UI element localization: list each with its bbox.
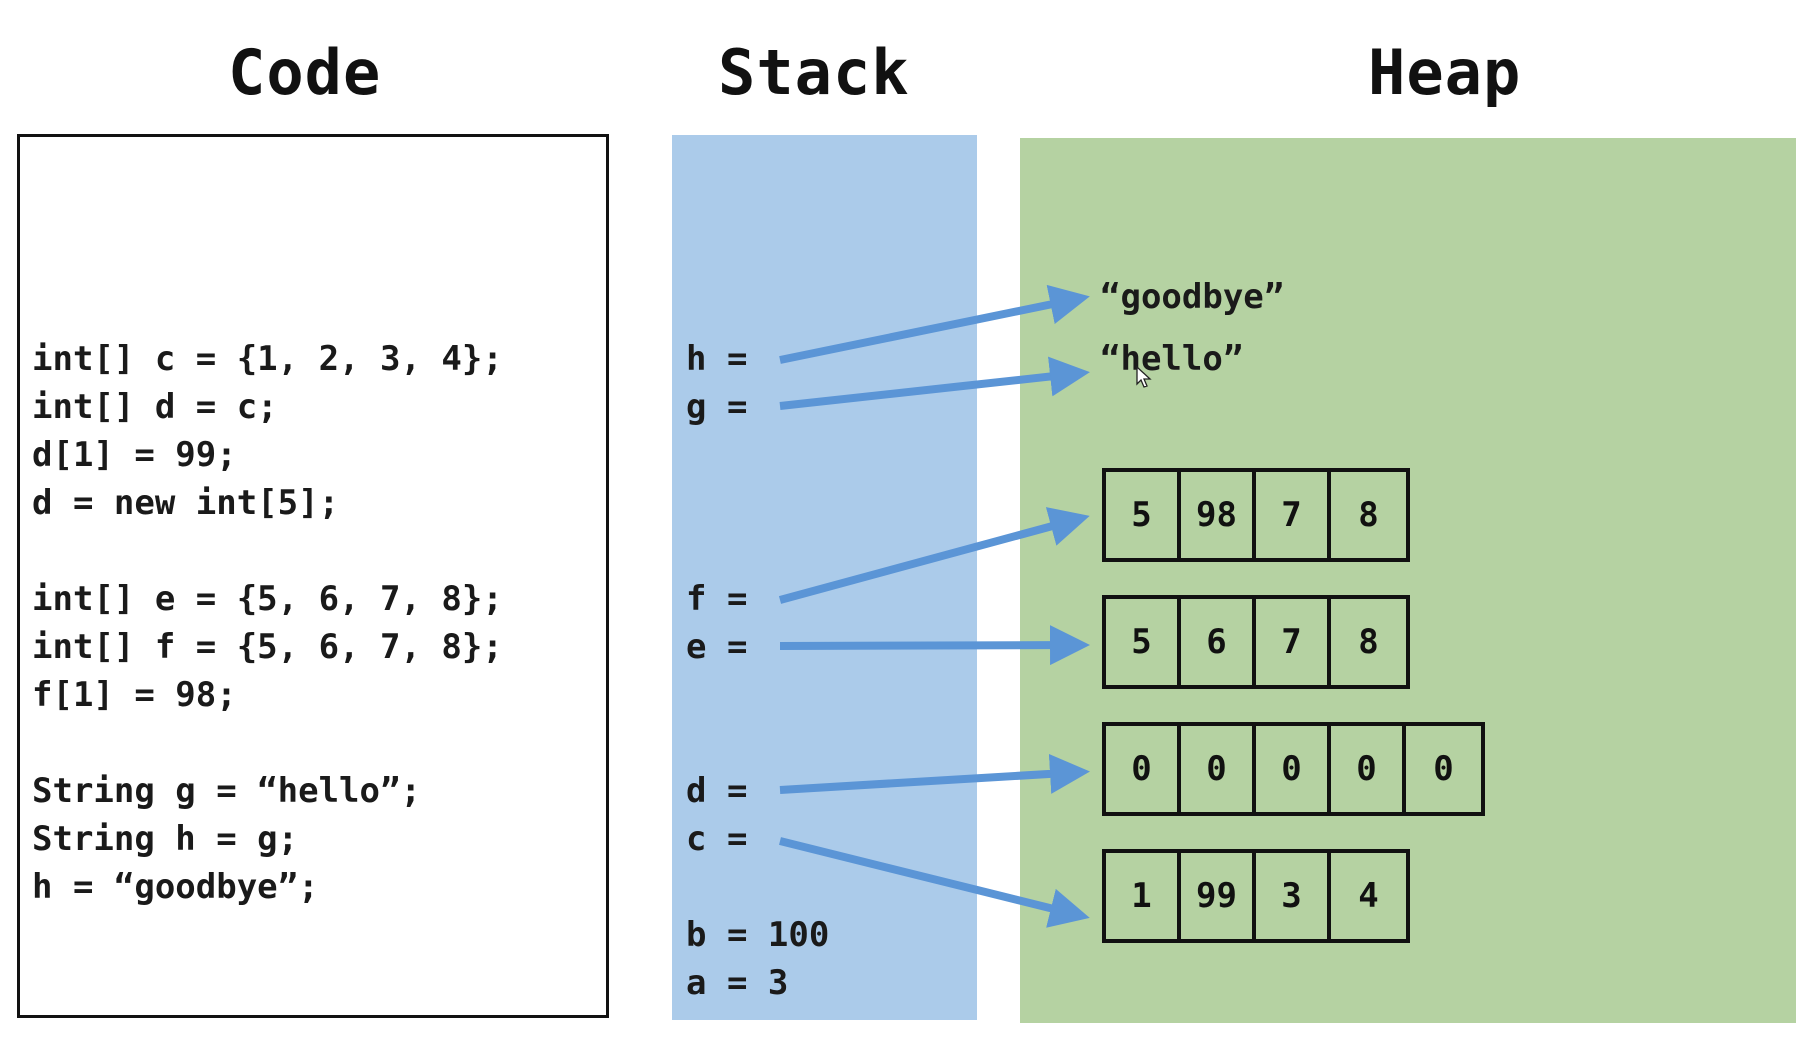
array-cell: 8 (1358, 495, 1379, 535)
stack-panel (672, 135, 977, 1020)
array-cell: 4 (1358, 876, 1379, 916)
array-cell: 0 (1181, 726, 1256, 812)
stack-var-c: c = (686, 819, 748, 859)
array-cell: 0 (1256, 726, 1331, 812)
code-line: String g = “hello”; (32, 771, 421, 811)
array-cell: 8 (1358, 622, 1379, 662)
array-cell: 6 (1181, 599, 1256, 685)
code-heading: Code (228, 36, 382, 109)
heap-array-d: 0 0 0 0 0 (1102, 722, 1485, 816)
code-line: h = “goodbye”; (32, 867, 319, 907)
code-line: int[] c = {1, 2, 3, 4}; (32, 339, 503, 379)
code-line: d[1] = 99; (32, 435, 237, 475)
stack-var-g: g = (686, 387, 748, 427)
heap-string-goodbye: “goodbye” (1100, 277, 1285, 317)
stack-var-f: f = (686, 579, 748, 619)
code-line: d = new int[5]; (32, 483, 340, 523)
code-line: int[] d = c; (32, 387, 278, 427)
heap-array-f: 5 98 7 8 (1102, 468, 1410, 562)
array-cell: 7 (1256, 472, 1331, 558)
heap-string-hello: “hello” (1100, 339, 1244, 379)
stack-var-d: d = (686, 771, 748, 811)
code-line: int[] e = {5, 6, 7, 8}; (32, 579, 503, 619)
stack-var-e: e = (686, 627, 748, 667)
mouse-cursor-icon (1136, 366, 1152, 388)
heap-heading: Heap (1368, 36, 1522, 109)
code-line: f[1] = 98; (32, 675, 237, 715)
array-cell: 5 (1106, 472, 1181, 558)
code-line: String h = g; (32, 819, 299, 859)
array-cell: 0 (1331, 726, 1406, 812)
array-cell: 3 (1256, 853, 1331, 939)
array-cell: 99 (1181, 853, 1256, 939)
code-panel (17, 134, 609, 1018)
code-line: int[] f = {5, 6, 7, 8}; (32, 627, 503, 667)
stack-var-a: a = 3 (686, 963, 789, 1003)
stack-var-b: b = 100 (686, 915, 830, 955)
array-cell: 98 (1181, 472, 1256, 558)
heap-array-c: 1 99 3 4 (1102, 849, 1410, 943)
heap-array-e: 5 6 7 8 (1102, 595, 1410, 689)
stack-var-h: h = (686, 339, 748, 379)
array-cell: 1 (1106, 853, 1181, 939)
array-cell: 0 (1106, 726, 1181, 812)
array-cell: 7 (1256, 599, 1331, 685)
stack-heading: Stack (718, 36, 910, 109)
array-cell: 0 (1433, 749, 1454, 789)
array-cell: 5 (1106, 599, 1181, 685)
